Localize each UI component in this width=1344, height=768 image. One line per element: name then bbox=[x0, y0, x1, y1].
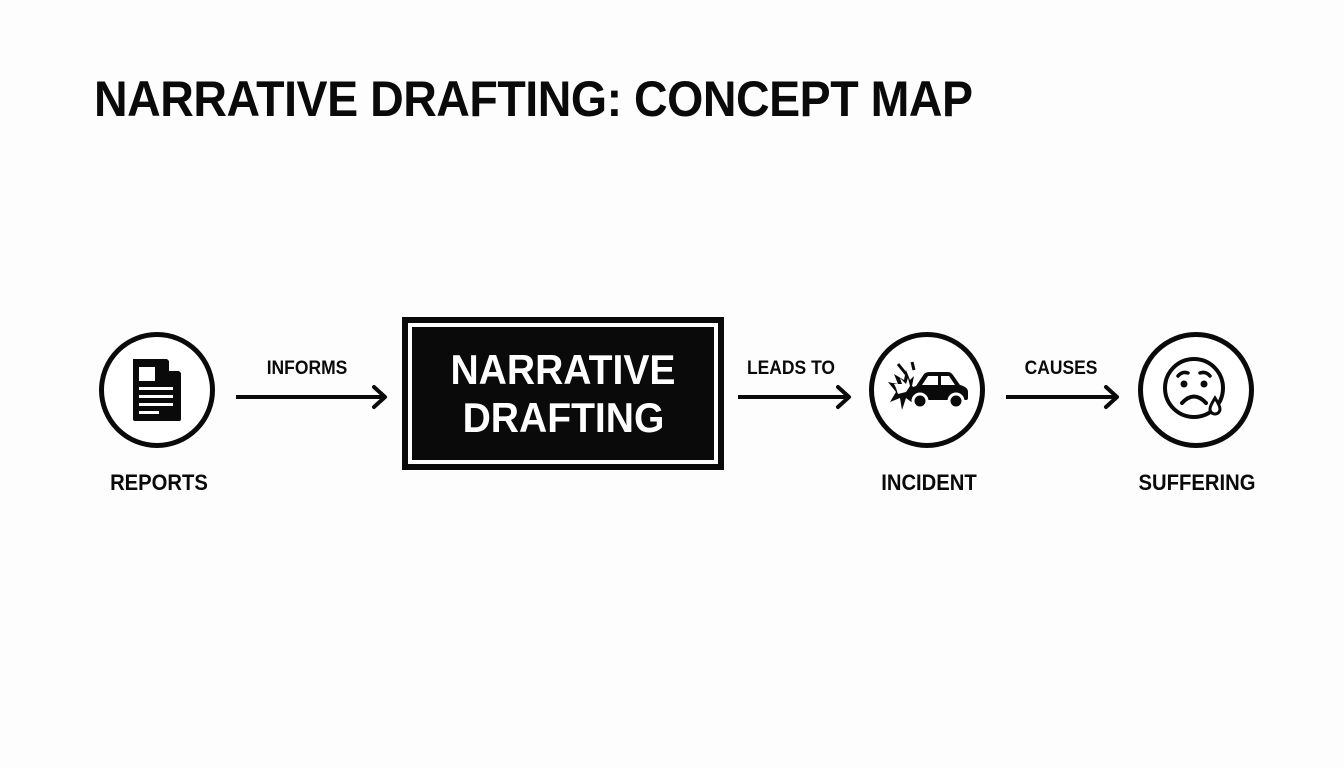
node-incident[interactable] bbox=[869, 332, 985, 448]
document-icon bbox=[133, 359, 181, 421]
arrow-leads-to bbox=[738, 385, 851, 409]
central-label-line1: NARRATIVE bbox=[450, 345, 676, 393]
arrow-causes bbox=[1006, 385, 1119, 409]
node-label-incident: INCIDENT bbox=[881, 470, 977, 495]
page-title: NARRATIVE DRAFTING: CONCEPT MAP bbox=[94, 71, 973, 127]
sad-face-icon bbox=[1163, 357, 1225, 419]
node-reports[interactable] bbox=[99, 332, 215, 448]
edge-label-leads-to: LEADS TO bbox=[746, 358, 836, 379]
central-label-line2: DRAFTING bbox=[462, 393, 664, 441]
node-narrative-drafting[interactable]: NARRATIVE DRAFTING bbox=[402, 317, 724, 470]
arrow-informs bbox=[236, 385, 387, 409]
node-label-suffering: SUFFERING bbox=[1138, 470, 1256, 495]
node-label-reports: REPORTS bbox=[110, 470, 208, 495]
node-suffering[interactable] bbox=[1138, 332, 1254, 448]
edge-label-informs: INFORMS bbox=[266, 358, 348, 379]
car-crash-icon bbox=[888, 361, 968, 410]
edge-label-causes: CAUSES bbox=[1024, 358, 1098, 379]
